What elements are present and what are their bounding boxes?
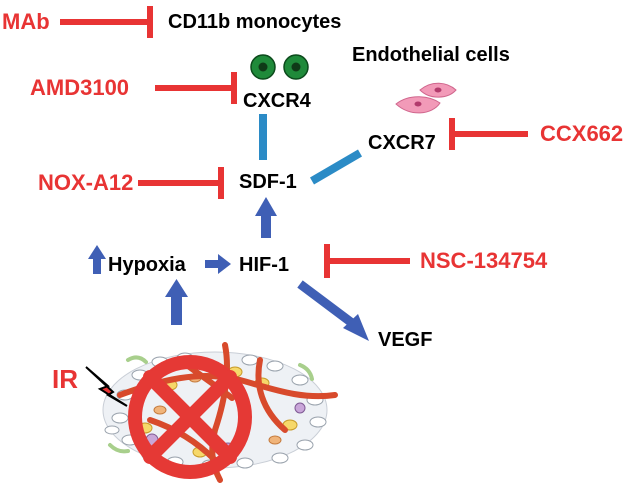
ccx662-label: CCX662	[540, 121, 624, 146]
lightning-bolt-icon	[85, 366, 128, 407]
nox-a12-inhibition	[138, 167, 224, 199]
hypoxia-to-hif1-arrow	[205, 254, 231, 274]
nsc-134754-inhibition	[324, 244, 410, 278]
hypoxia-label: Hypoxia	[108, 254, 186, 276]
monocyte-cell-icon	[250, 54, 309, 80]
cxcr7-label: CXCR7	[368, 132, 436, 154]
hif1-label: HIF-1	[239, 254, 289, 276]
nox-a12-label: NOX-A12	[38, 170, 134, 195]
receptor-connectors	[259, 114, 363, 185]
cd11b-monocytes-label: CD11b monocytes	[168, 11, 342, 33]
amd3100-label: AMD3100	[30, 75, 130, 100]
mab-inhibition	[60, 6, 153, 38]
cxcr4-label: CXCR4	[243, 90, 311, 112]
mab-label: MAb	[2, 9, 50, 34]
amd3100-inhibition	[155, 72, 237, 104]
hif1-to-sdf1-arrow	[255, 197, 277, 238]
vegf-label: VEGF	[378, 329, 433, 351]
activation-arrows	[88, 197, 369, 341]
hypoxia-up-arrow	[88, 245, 106, 274]
nsc-134754-label: NSC-134754	[420, 248, 548, 273]
inhibition-lines	[60, 6, 528, 278]
cxcr7-sdf1-connector	[309, 149, 363, 185]
endothelial-cells-label: Endothelial cells	[352, 44, 510, 66]
tumor-to-hypoxia-arrow	[165, 279, 188, 325]
ir-label: IR	[52, 364, 78, 394]
prohibited-sign-icon	[128, 355, 252, 479]
ccx662-inhibition	[449, 118, 528, 150]
hif1-to-vegf-arrow	[297, 280, 369, 341]
sdf1-label: SDF-1	[239, 171, 297, 193]
endothelial-cell-icon	[395, 82, 457, 114]
